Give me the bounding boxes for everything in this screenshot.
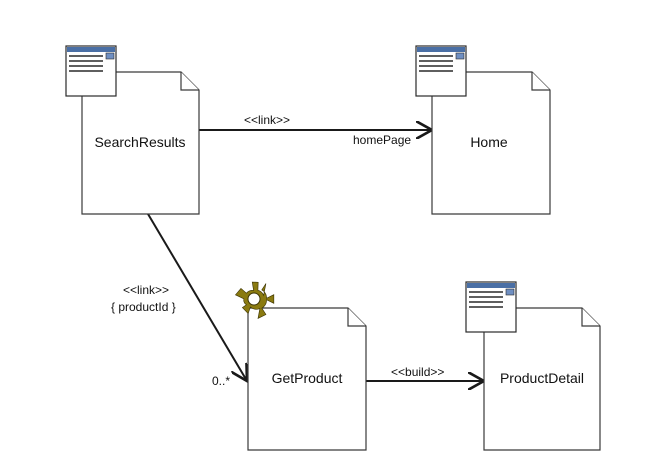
edge-stereotype-label: <<link>> [123,283,169,297]
node-home[interactable]: Home [415,45,551,215]
node-label: Home [470,134,508,150]
node-product-detail[interactable]: ProductDetail [465,281,601,451]
edge-stereotype-label: <<link>> [244,113,290,127]
node-label: ProductDetail [500,370,584,386]
edge-stereotype-label: <<build>> [391,365,444,379]
edge-getproduct-to-productdetail: <<build>> [364,365,484,381]
gear-icon [234,281,275,319]
node-get-product[interactable]: GetProduct [234,281,367,451]
node-label: SearchResults [94,134,185,150]
web-page-icon [465,281,517,333]
edge-search-to-getproduct: <<link>> { productId } 0..* [111,213,247,388]
edge-search-to-home: <<link>> homePage [198,113,432,147]
edge-multiplicity-label: 0..* [212,374,230,388]
node-search-results[interactable]: SearchResults [65,45,200,215]
edge-params-label: { productId } [111,300,176,314]
web-page-icon [65,45,117,97]
edge-role-label: homePage [353,133,411,147]
web-page-icon [415,45,467,97]
node-label: GetProduct [272,370,343,386]
